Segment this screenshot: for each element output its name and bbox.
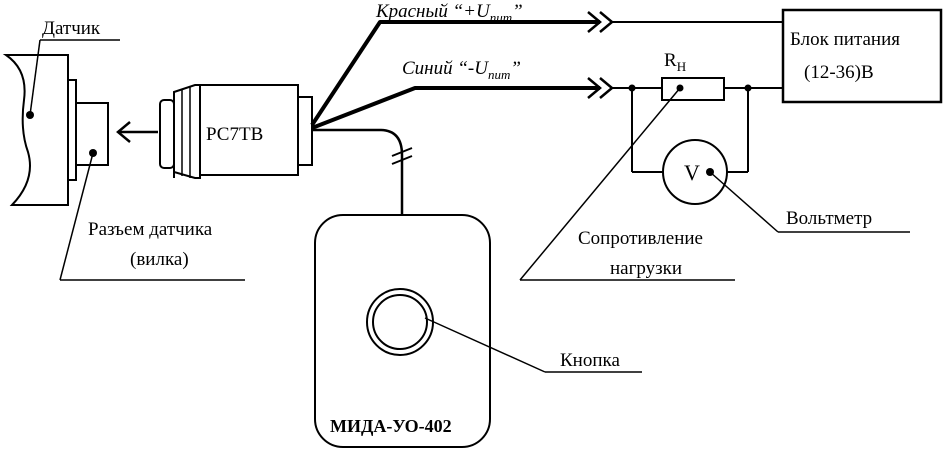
red-wire-label: Красный “+Uпит” xyxy=(375,1,523,25)
button-label: Кнопка xyxy=(560,350,620,371)
load-label-line2: нагрузки xyxy=(610,258,682,279)
plug-arrow xyxy=(116,121,158,143)
sensor-label: Датчик xyxy=(42,18,101,39)
power-supply-label-line1: Блок питания xyxy=(790,29,900,50)
sensor-connector-label-line1: Разъем датчика xyxy=(88,219,213,240)
device-button-inner xyxy=(372,294,428,350)
voltmeter xyxy=(662,139,728,205)
device-cable xyxy=(312,128,404,215)
blue-wire-label: Синий “-Uпит” xyxy=(402,58,521,82)
voltmeter-label: Вольтметр xyxy=(786,208,872,229)
power-supply-label-line2: (12-36)В xyxy=(804,62,874,83)
device-button-outer xyxy=(366,288,434,356)
load-label-line1: Сопротивление xyxy=(578,228,703,249)
load-resistor xyxy=(661,77,725,101)
cable-break-mark xyxy=(391,147,413,165)
connector-pc7tb xyxy=(159,84,313,179)
sensor-body xyxy=(2,39,245,281)
red-wire xyxy=(310,20,600,127)
blue-wire xyxy=(311,86,600,130)
device-label: МИДА-УО-402 xyxy=(330,416,452,436)
resistor-label: RН xyxy=(664,50,686,74)
sensor-connector-label-line2: (вилка) xyxy=(130,249,189,270)
leaders-right xyxy=(519,87,910,281)
power-supply-block xyxy=(781,8,943,104)
connector-label: РС7ТВ xyxy=(206,124,263,145)
device-body xyxy=(314,214,642,448)
voltmeter-symbol: V xyxy=(684,160,700,185)
